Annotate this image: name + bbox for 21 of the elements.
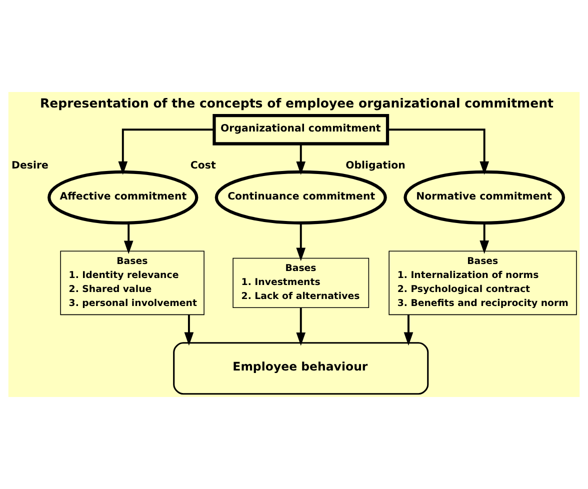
node-box: Bases 1. Identity relevance 2. Shared value 3. personal involvement (60, 250, 204, 316)
node-label: Cost (190, 160, 216, 172)
node-box: Bases 1. Internalization of norms 2. Psychological contract 3. Benefits and reciprocity norm (388, 250, 577, 316)
diagram-title: Representation of the concepts of employee organizational commitment (40, 96, 554, 111)
node-label: Obligation (346, 160, 406, 172)
node-box: Bases 1. Investments 2. Lack of alternatives (232, 258, 370, 308)
arrow (296, 308, 306, 346)
arrow (296, 223, 306, 262)
arrow (296, 144, 306, 175)
node-box: Organizational commitment (212, 114, 390, 146)
node-box: Employee behaviour (173, 342, 429, 395)
node-ellipse: Continuance commitment (214, 170, 387, 224)
arrow (184, 314, 194, 346)
arrow (118, 128, 214, 175)
arrow (124, 222, 134, 254)
node-ellipse: Normative commitment (404, 170, 566, 224)
node-label: Desire (12, 160, 48, 172)
arrow (480, 223, 490, 254)
arrow (404, 314, 414, 346)
node-ellipse: Affective commitment (48, 170, 198, 224)
arrow (388, 128, 490, 175)
